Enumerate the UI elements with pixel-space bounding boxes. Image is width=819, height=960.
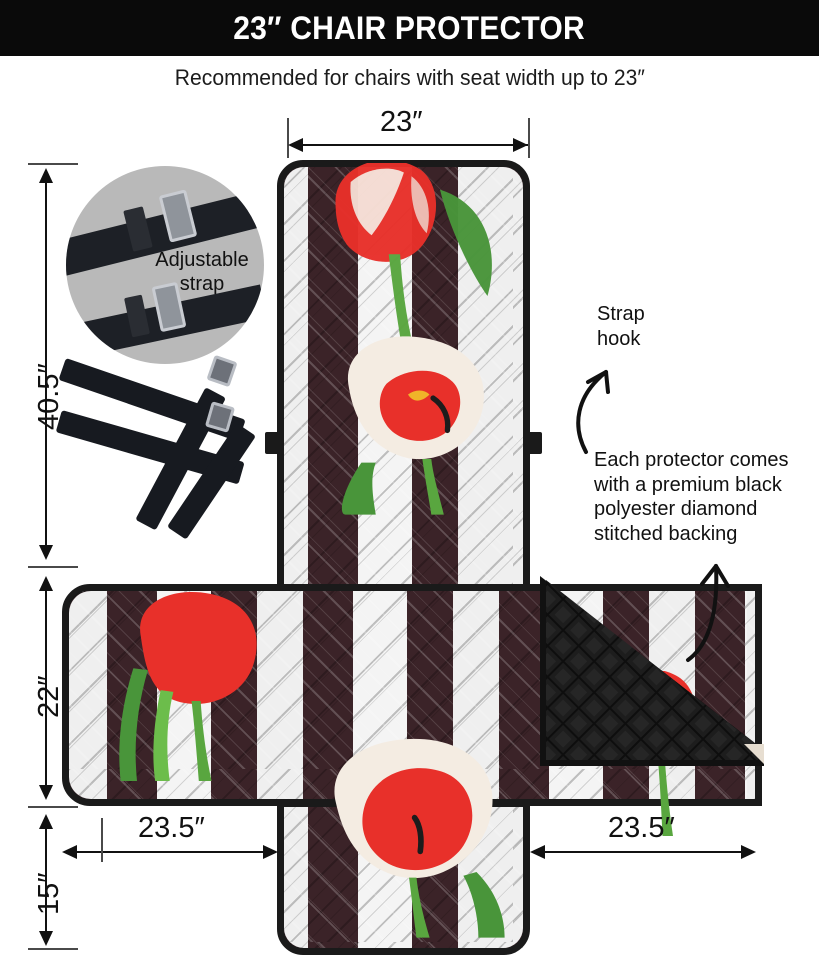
bottom-left-dim-label: 23.5″: [138, 812, 205, 844]
bottom-right-arrow-left: [530, 845, 545, 859]
left-mid-arrow-bottom: [39, 785, 53, 800]
quilted-fabric-front: [284, 807, 523, 948]
strap-hook-left: [265, 432, 283, 454]
top-dim-tick-right: [528, 118, 530, 158]
quilted-fabric-seat: [69, 591, 755, 799]
bottom-left-arrow-left: [62, 845, 77, 859]
adjustable-strap-inset: Adjustable strap: [66, 166, 264, 364]
backing-callout-line2: with a premium black: [594, 473, 782, 496]
top-dim-label: 23″: [380, 106, 423, 138]
bottom-left-tick: [101, 818, 103, 862]
left-upper-dim-line: [45, 178, 47, 553]
strap-hook-callout-line2: hook: [597, 327, 641, 350]
adjustable-strap-label: Adjustable strap: [144, 248, 260, 296]
backing-callout-line3: polyester diamond: [594, 498, 758, 520]
top-dim-arrow-right: [513, 138, 528, 152]
left-mid-dim-line: [45, 586, 47, 793]
page-subtitle: Recommended for chairs with seat width u…: [0, 56, 819, 100]
left-upper-tick-top: [28, 163, 78, 165]
left-lower-arrow-top: [39, 814, 53, 829]
page-subtitle-text: Recommended for chairs with seat width u…: [174, 65, 645, 90]
bottom-right-dim-line: [532, 851, 754, 853]
quilted-fabric-back: [284, 167, 523, 585]
left-mid-arrow-top: [39, 576, 53, 591]
strap-hook-right: [524, 432, 542, 454]
left-upper-arrow-top: [39, 168, 53, 183]
left-upper-tick-bottom: [28, 566, 78, 568]
left-lower-dim-line: [45, 824, 47, 939]
strap-hook-callout-line1: Strap: [597, 303, 645, 325]
bottom-left-arrow-right: [263, 845, 278, 859]
protector-back-panel: [277, 160, 530, 592]
protector-front-panel: [277, 738, 530, 955]
bottom-left-dim-line: [64, 851, 276, 853]
strap-hook-callout: Strap hook: [597, 302, 747, 351]
header-bar: 23″ CHAIR PROTECTOR: [0, 0, 819, 56]
strap-buckle-1: [206, 354, 238, 388]
left-upper-arrow-bottom: [39, 545, 53, 560]
backing-callout-line4: stitched backing: [594, 522, 738, 545]
left-mid-tick-bottom: [28, 806, 78, 808]
top-dim-arrow-left: [288, 138, 303, 152]
left-lower-tick-bottom: [28, 948, 78, 950]
adjustable-strap-label-line1: Adjustable: [155, 249, 249, 271]
top-dim-line: [290, 144, 528, 146]
left-lower-arrow-bottom: [39, 931, 53, 946]
protector-seat-panel: [62, 584, 762, 836]
page-title: 23″ CHAIR PROTECTOR: [233, 9, 586, 46]
backing-callout-line1: Each protector comes: [594, 449, 789, 471]
bottom-right-arrow-right: [741, 845, 756, 859]
bottom-right-dim-label: 23.5″: [608, 812, 675, 844]
adjustable-strap-label-line2: strap: [179, 273, 225, 295]
loose-straps-illustration: [55, 340, 275, 540]
backing-callout: Each protector comes with a premium blac…: [594, 448, 799, 546]
